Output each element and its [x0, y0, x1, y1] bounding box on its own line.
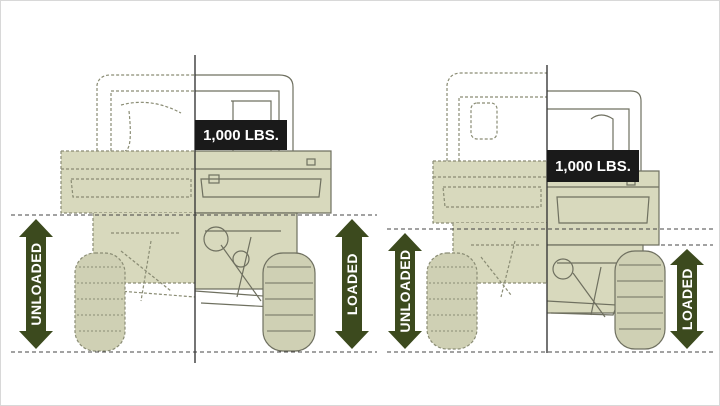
- right-unloaded-arrow: UNLOADED: [388, 233, 422, 349]
- right-rear-tire-unloaded: [426, 252, 478, 350]
- left-unloaded-label: UNLOADED: [28, 242, 44, 325]
- left-cargo-bed: [60, 150, 332, 214]
- right-rear-tire-loaded: [614, 250, 666, 350]
- right-loaded-arrow: LOADED: [670, 249, 704, 349]
- left-rear-tire-unloaded: [74, 252, 126, 352]
- right-weight-label: 1,000 LBS.: [555, 158, 631, 175]
- left-vehicle: [60, 74, 332, 352]
- right-roll-cage: [446, 72, 642, 171]
- right-unloaded-label: UNLOADED: [397, 249, 413, 332]
- right-vehicle: [426, 72, 666, 350]
- right-cargo-bed: [432, 160, 660, 246]
- left-weight-label: 1,000 LBS.: [203, 127, 279, 144]
- right-reference-lines: [387, 228, 713, 353]
- left-rear-tire-loaded: [262, 252, 316, 352]
- left-weight-badge: 1,000 LBS.: [195, 120, 287, 150]
- left-unloaded-arrow: UNLOADED: [19, 219, 53, 349]
- right-weight-badge: 1,000 LBS.: [547, 150, 639, 182]
- left-loaded-arrow: LOADED: [335, 219, 369, 349]
- left-loaded-label: LOADED: [344, 253, 360, 315]
- left-reference-lines: [11, 214, 377, 353]
- right-loaded-label: LOADED: [679, 268, 695, 330]
